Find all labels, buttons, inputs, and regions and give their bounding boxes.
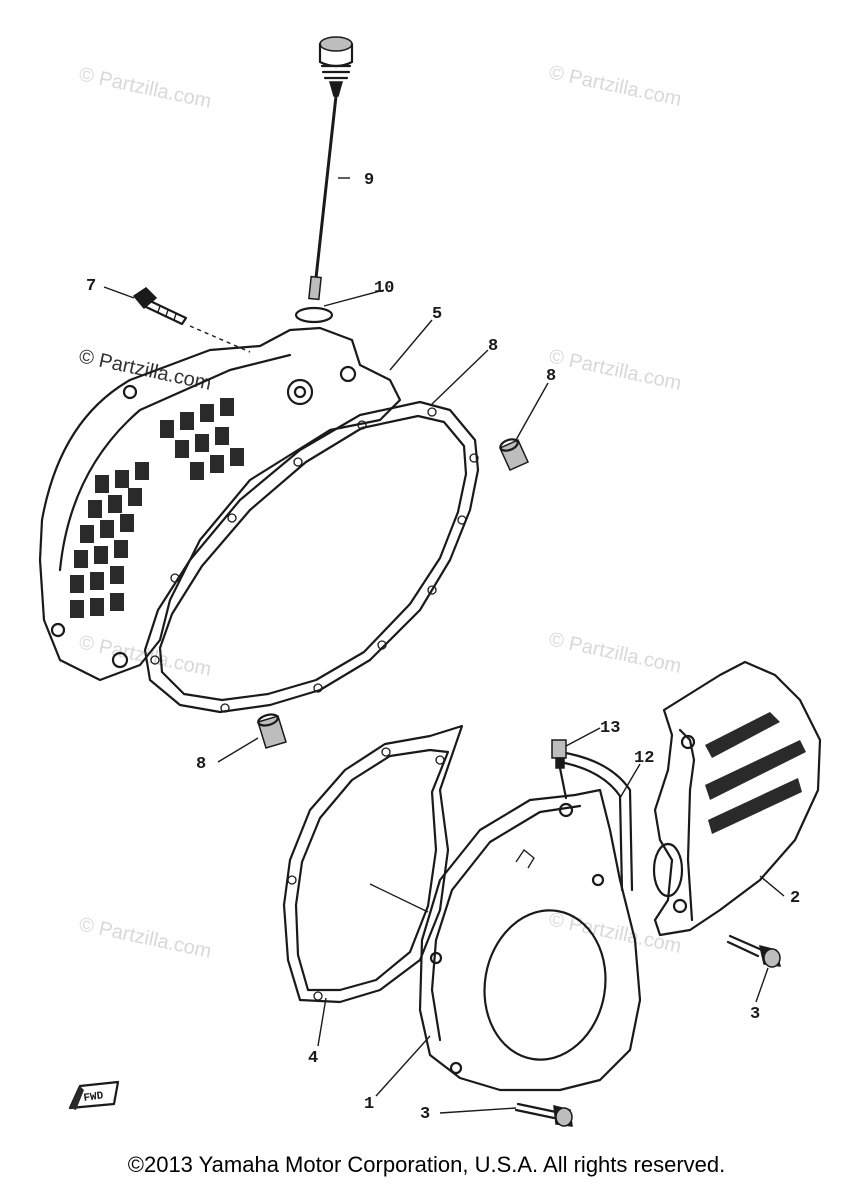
watermark: © Partzilla.com bbox=[547, 628, 683, 678]
watermark: © Partzilla.com bbox=[547, 908, 683, 958]
callout-8: 8 bbox=[196, 755, 206, 774]
leader-lines bbox=[103, 177, 785, 1114]
part-magneto-cover bbox=[418, 788, 642, 1092]
part-bolt-7 bbox=[132, 287, 188, 326]
callout-3: 3 bbox=[750, 1005, 760, 1024]
part-chain-cover bbox=[652, 660, 822, 937]
callout-4: 4 bbox=[308, 1049, 318, 1068]
watermark: © Partzilla.com bbox=[77, 63, 213, 113]
fwd-label: FWD bbox=[83, 1090, 105, 1105]
part-crankcase-cover bbox=[38, 326, 402, 682]
part-cover-gasket bbox=[143, 400, 480, 714]
part-dowel-pin bbox=[257, 713, 287, 749]
forward-direction-marker: FWD bbox=[68, 1080, 120, 1110]
watermark-layer: © Partzilla.com © Partzilla.com © Partzi… bbox=[77, 61, 683, 963]
callout-6: 8 bbox=[488, 337, 498, 356]
part-bolt-3 bbox=[514, 1102, 573, 1127]
part-magneto-gasket bbox=[282, 724, 464, 1004]
watermark: © Partzilla.com bbox=[547, 345, 683, 395]
callout-13: 13 bbox=[600, 719, 620, 738]
exploded-parts-diagram: © Partzilla.com © Partzilla.com © Partzi… bbox=[38, 36, 822, 1127]
callout-3: 3 bbox=[420, 1105, 430, 1124]
callout-7: 7 bbox=[86, 277, 96, 296]
callout-layer: 9 10 7 5 8 8 8 13 12 2 3 4 1 3 bbox=[86, 171, 800, 1124]
callout-10: 10 bbox=[374, 279, 394, 298]
part-dowel-pin bbox=[499, 438, 529, 471]
callout-8: 8 bbox=[546, 367, 556, 386]
callout-2: 2 bbox=[790, 889, 800, 908]
watermark: © Partzilla.com bbox=[547, 61, 683, 111]
part-breather-hose bbox=[558, 750, 634, 892]
watermark: © Partzilla.com bbox=[77, 913, 213, 963]
part-bolt-3 bbox=[726, 934, 781, 968]
callout-1: 1 bbox=[364, 1095, 374, 1114]
copyright-notice: ©2013 Yamaha Motor Corporation, U.S.A. A… bbox=[127, 1152, 726, 1177]
part-o-ring bbox=[294, 306, 334, 324]
cover-grid bbox=[70, 398, 244, 618]
part-hose-fitting bbox=[551, 739, 568, 800]
callout-12: 12 bbox=[634, 749, 654, 768]
callout-5: 5 bbox=[432, 305, 442, 324]
part-dipstick bbox=[308, 36, 354, 301]
callout-9: 9 bbox=[364, 171, 374, 190]
